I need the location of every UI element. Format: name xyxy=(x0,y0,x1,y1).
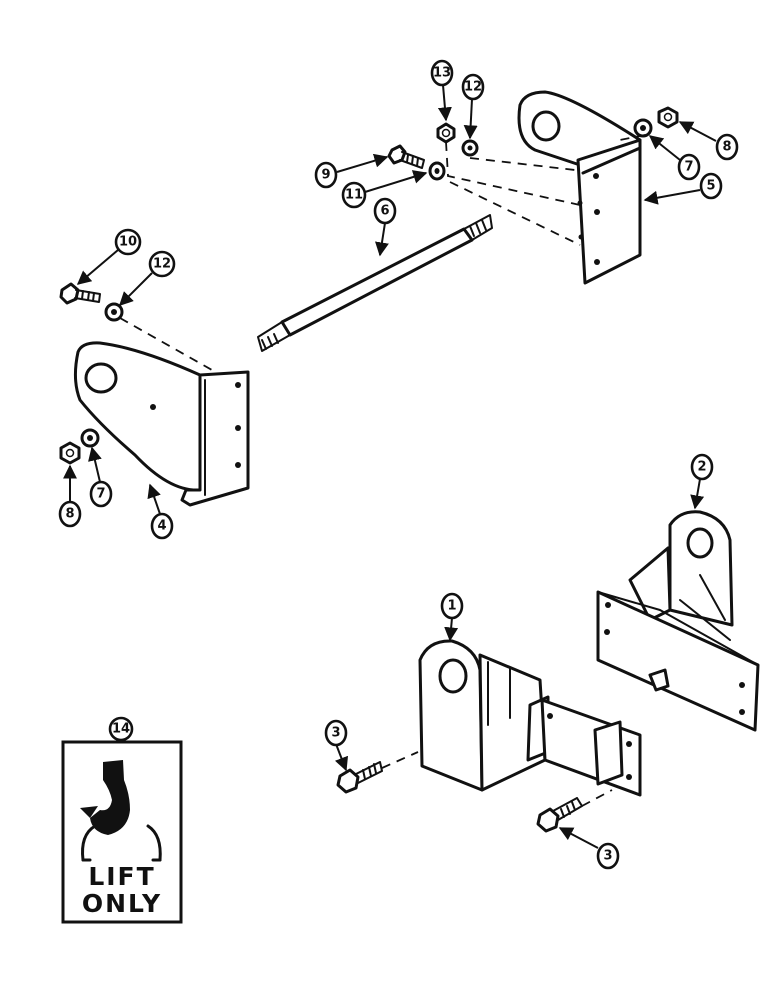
bracket-right xyxy=(517,90,642,285)
decal-text-lift: LIFT xyxy=(88,862,155,891)
assembly-line-bolt-left xyxy=(381,751,419,769)
callout-12-left: 12 xyxy=(153,257,171,272)
assembly-line-bolt-right xyxy=(581,789,613,807)
lift-only-decal: LIFT ONLY xyxy=(61,740,183,924)
assembly-line-right-d xyxy=(619,134,646,141)
callout-5: 5 xyxy=(706,179,715,194)
callout-12-top: 12 xyxy=(464,80,482,95)
callout-14: 14 xyxy=(112,722,130,737)
callout-4: 4 xyxy=(157,519,166,534)
callout-6: 6 xyxy=(380,204,389,219)
bolt-10 xyxy=(59,282,101,305)
assembly-line-left xyxy=(119,317,213,371)
nut-8-right xyxy=(657,106,679,129)
bracket-left xyxy=(73,341,250,507)
threaded-rod xyxy=(257,214,493,352)
washer-12-top xyxy=(461,139,479,157)
washer-7-right xyxy=(633,118,653,138)
callout-1: 1 xyxy=(447,599,456,614)
callout-8-right: 8 xyxy=(722,140,731,155)
callout-9: 9 xyxy=(321,168,330,183)
washer-11 xyxy=(428,161,446,181)
callout-7-left: 7 xyxy=(96,487,105,502)
washer-7-left xyxy=(80,428,100,448)
callout-3-right: 3 xyxy=(603,849,612,864)
callout-2: 2 xyxy=(697,460,706,475)
bolt-9 xyxy=(387,144,425,169)
callout-13: 13 xyxy=(433,66,451,81)
lift-hook-icon xyxy=(80,760,162,862)
callout-8-left: 8 xyxy=(65,507,74,522)
decal-text-only: ONLY xyxy=(82,889,162,918)
mount-bracket-2 xyxy=(596,510,760,732)
callout-11: 11 xyxy=(345,188,363,203)
assembly-line-right-c xyxy=(449,181,581,246)
nut-13 xyxy=(436,122,456,144)
mount-bracket-1 xyxy=(418,639,642,797)
assembly-line-right-b xyxy=(469,157,576,171)
washer-12-left xyxy=(104,302,124,322)
callout-7-right: 7 xyxy=(684,160,693,175)
nut-8-left xyxy=(59,441,81,465)
callout-3-left: 3 xyxy=(331,726,340,741)
bolt-3-left xyxy=(336,761,383,794)
callout-10: 10 xyxy=(119,235,137,250)
assembly-line-right-a xyxy=(445,141,581,206)
bolt-3-right xyxy=(536,797,583,833)
